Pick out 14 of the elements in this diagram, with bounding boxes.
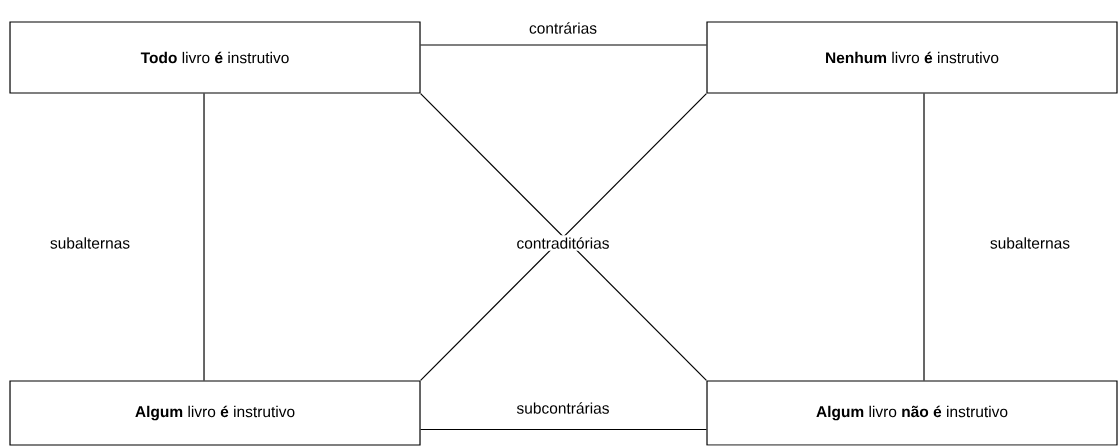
edge-label: subcontrárias bbox=[514, 400, 612, 416]
connector-line bbox=[923, 93, 925, 381]
statement-box: Algum livro não é instrutivo bbox=[706, 380, 1118, 446]
connector-line bbox=[420, 44, 707, 46]
edge-label: contraditórias bbox=[514, 235, 612, 251]
statement-box: Todo livro é instrutivo bbox=[9, 21, 421, 94]
edge-label: subalternas bbox=[47, 235, 133, 251]
connector-line bbox=[420, 428, 707, 431]
statement-box: Algum livro é instrutivo bbox=[9, 380, 421, 446]
connector-line bbox=[203, 93, 205, 381]
crossing-lines bbox=[420, 93, 707, 381]
statement-box: Nenhum livro é instrutivo bbox=[706, 21, 1118, 94]
edge-label: subalternas bbox=[987, 235, 1073, 251]
edge-label: contrárias bbox=[527, 20, 600, 36]
